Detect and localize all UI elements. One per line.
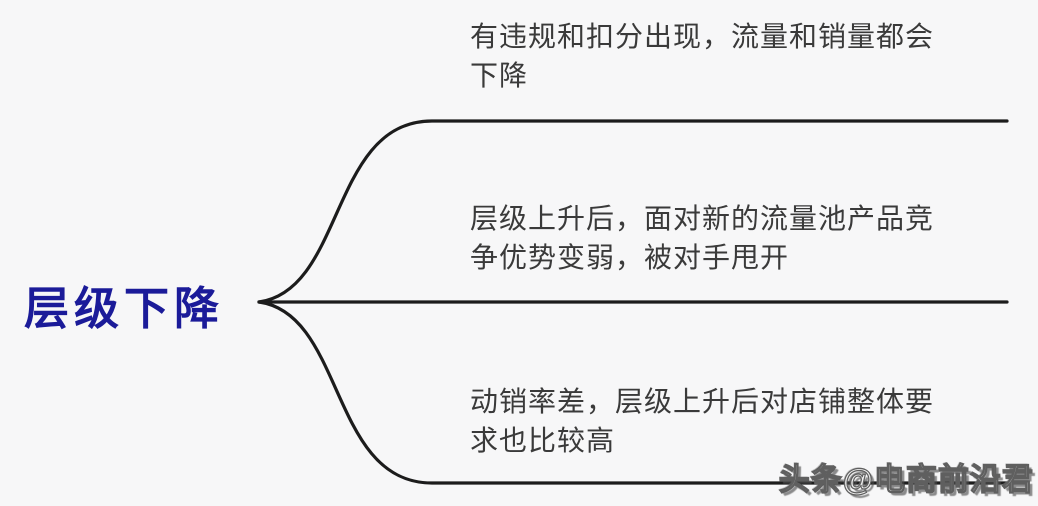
branch-connector-top <box>257 119 1009 304</box>
branch-label-line: 争优势变弱，被对手甩开 <box>470 242 790 273</box>
branch-connector-bottom <box>257 300 1010 485</box>
branch-label-competition: 层级上升后，面对新的流量池产品竞 争优势变弱，被对手甩开 <box>470 199 934 277</box>
branch-label-line: 动销率差，层级上升后对店铺整体要 <box>470 386 935 417</box>
branch-label-sell-through: 动销率差，层级上升后对店铺整体要 求也比较高 <box>470 382 934 460</box>
branch-label-line: 下降 <box>470 60 529 91</box>
watermark-text: 头条@电商前沿君 <box>778 461 1034 497</box>
branch-label-line: 有违规和扣分出现，流量和销量都会 <box>470 21 935 52</box>
branch-label-violation: 有违规和扣分出现，流量和销量都会 下降 <box>470 17 934 95</box>
branch-label-line: 层级上升后，面对新的流量池产品竞 <box>470 203 935 234</box>
root-node-label: 层级下降 <box>24 283 225 334</box>
branch-label-line: 求也比较高 <box>470 425 616 456</box>
